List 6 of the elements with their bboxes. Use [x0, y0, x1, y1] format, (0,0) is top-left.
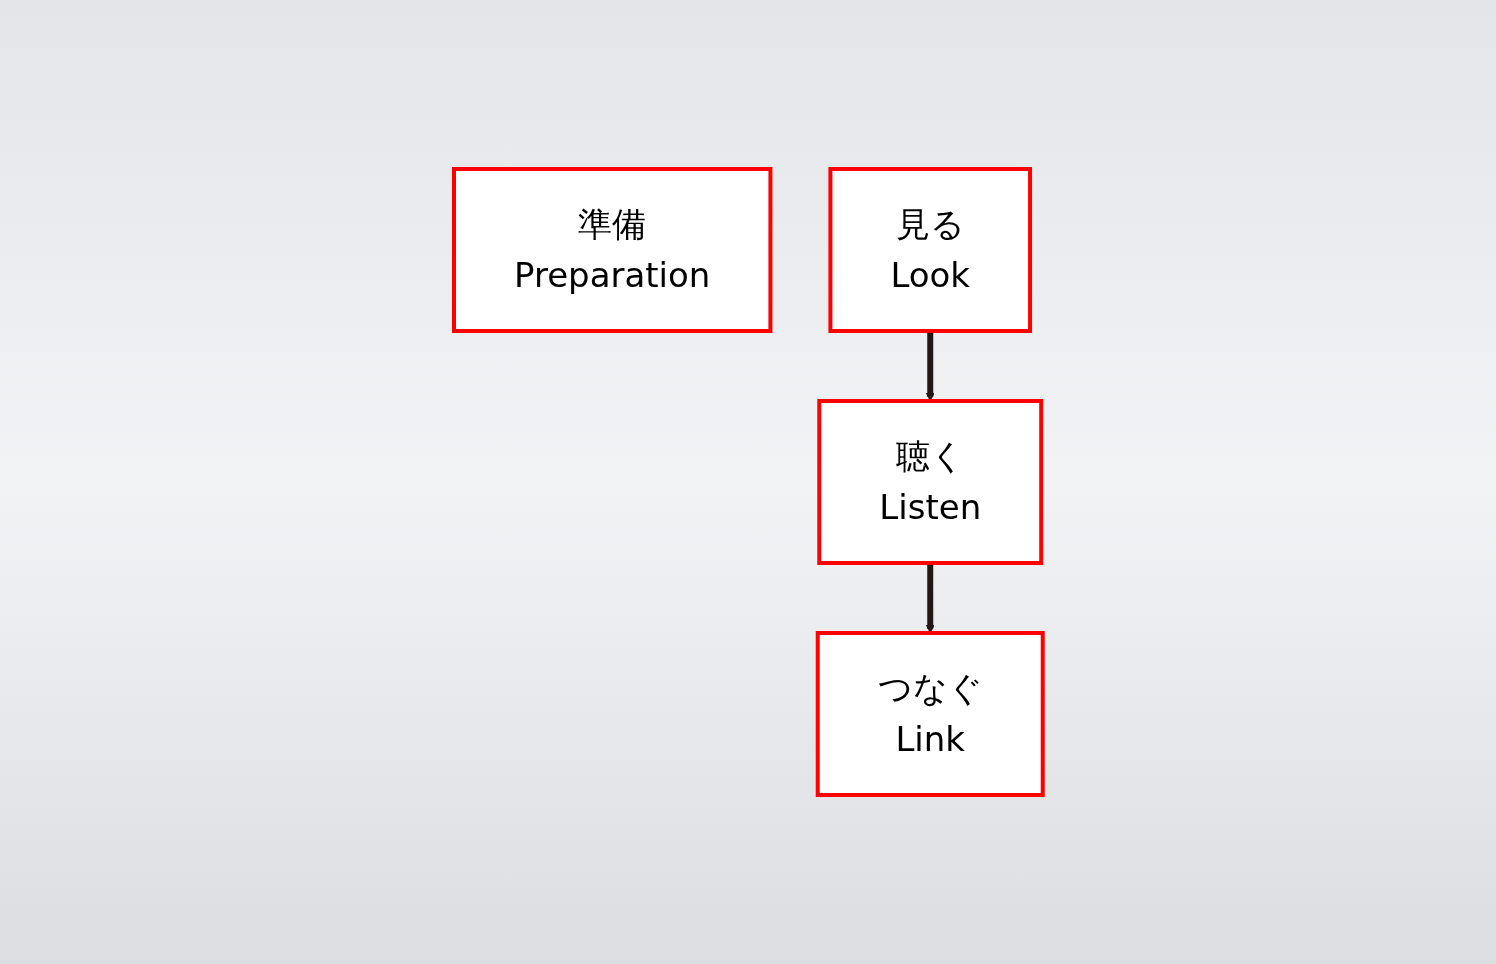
arrow [925, 331, 935, 402]
node-box: 見る Look [828, 167, 1032, 333]
node-box: つなぐ Link [815, 631, 1045, 797]
node-box: 準備 Preparation [451, 167, 773, 333]
node-box: 聴く Listen [816, 399, 1043, 565]
arrow [925, 563, 935, 634]
